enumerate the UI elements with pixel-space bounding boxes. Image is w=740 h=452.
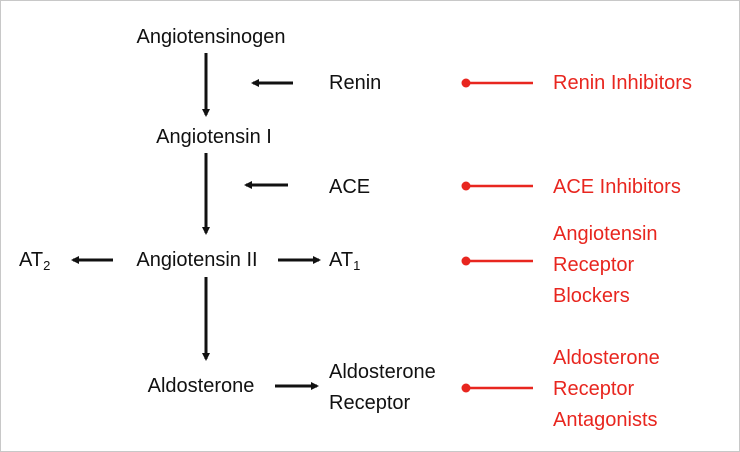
node-renin: Renin (329, 72, 382, 94)
ara-line-3: Antagonists (553, 409, 658, 431)
node-at2: AT2 (19, 248, 50, 272)
drug-ace-inhibitors: ACE Inhibitors (553, 176, 681, 198)
node-aldosterone: Aldosterone (147, 375, 255, 397)
arb-line-2: Receptor (553, 254, 635, 276)
arb-line-3: Blockers (553, 285, 630, 307)
ara-line-1: Aldosterone (553, 347, 660, 369)
at1-base: AT (329, 249, 354, 271)
node-aldosterone-receptor: Aldosterone Receptor (329, 357, 436, 419)
aldosterone-receptor-line-1: Aldosterone (329, 361, 436, 383)
inhibitor-connector-aldosterone-receptor (461, 383, 533, 393)
aldosterone-receptor-line-2: Receptor (329, 392, 411, 414)
node-at1: AT1 (329, 248, 360, 272)
inhibitor-connector-ace (461, 181, 533, 191)
drug-angiotensin-receptor-blockers: Angiotensin Receptor Blockers (553, 219, 658, 312)
drug-renin-inhibitors: Renin Inhibitors (553, 72, 692, 94)
inhibitor-connector-at1 (461, 256, 533, 266)
at1-subscript: 1 (353, 258, 361, 273)
ara-line-2: Receptor (553, 378, 635, 400)
node-angiotensin-2: Angiotensin II (136, 249, 258, 271)
at2-base: AT (19, 249, 44, 271)
at2-subscript: 2 (43, 258, 51, 273)
drug-aldosterone-receptor-antagonists: Aldosterone Receptor Antagonists (553, 343, 660, 436)
node-angiotensin-1: Angiotensin I (156, 126, 272, 148)
node-angiotensinogen: Angiotensinogen (136, 26, 286, 48)
arb-line-1: Angiotensin (553, 223, 658, 245)
node-ace: ACE (329, 176, 371, 198)
inhibitor-connector-renin (461, 78, 533, 88)
